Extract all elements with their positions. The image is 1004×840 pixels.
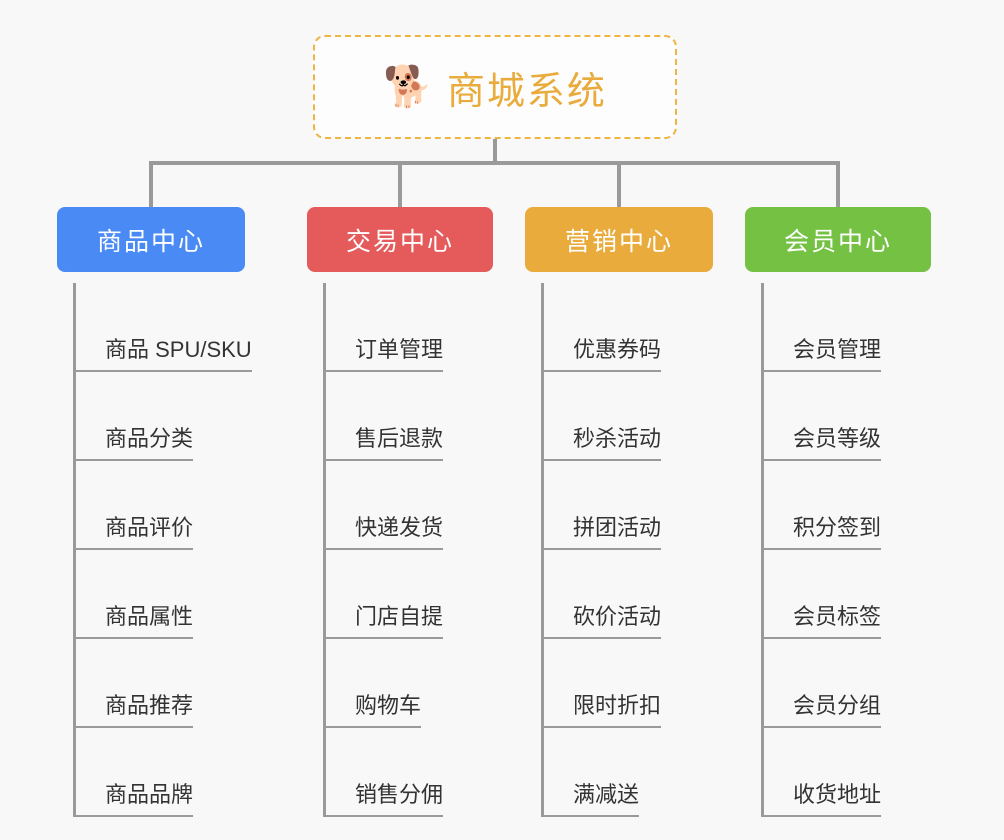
connector-root-stem: [493, 139, 497, 165]
root-title: 商城系统: [446, 70, 607, 113]
leaf-item[interactable]: 商品品牌: [73, 728, 194, 817]
leaf-item[interactable]: 积分签到: [761, 461, 882, 550]
leaf-item[interactable]: 商品评价: [73, 461, 194, 550]
leaf-spine: [73, 283, 76, 817]
category-header-2[interactable]: 交易中心: [307, 207, 493, 272]
root-node[interactable]: 🐕 商城系统: [313, 35, 677, 139]
leaf-item-label: 会员分组: [761, 688, 882, 728]
leaf-item-label: 商品属性: [73, 599, 194, 639]
leaf-item-label: 商品评价: [73, 510, 194, 550]
leaf-item[interactable]: 满减送: [541, 728, 640, 817]
leaf-column-1: 商品 SPU/SKU 商品分类商品评价商品属性商品推荐商品品牌: [73, 283, 321, 817]
leaf-item-label: 秒杀活动: [541, 421, 662, 461]
leaf-item[interactable]: 会员管理: [761, 283, 882, 372]
leaf-spine: [323, 283, 326, 817]
leaf-item-label: 拼团活动: [541, 510, 662, 550]
category-header-label: 商品中心: [96, 227, 205, 256]
leaf-column-4: 会员管理会员等级积分签到会员标签会员分组收货地址: [761, 283, 1004, 817]
leaf-item-label: 积分签到: [761, 510, 882, 550]
leaf-item[interactable]: 门店自提: [323, 550, 444, 639]
leaf-item[interactable]: 限时折扣: [541, 639, 662, 728]
leaf-item-label: 销售分佣: [323, 777, 444, 817]
leaf-item[interactable]: 订单管理: [323, 283, 444, 372]
leaf-item-label: 商品品牌: [73, 777, 194, 817]
leaf-item-label: 会员等级: [761, 421, 882, 461]
leaf-item[interactable]: 会员标签: [761, 550, 882, 639]
leaf-item[interactable]: 售后退款: [323, 372, 444, 461]
leaf-item-label: 砍价活动: [541, 599, 662, 639]
leaf-item[interactable]: 销售分佣: [323, 728, 444, 817]
leaf-spine: [541, 283, 544, 817]
category-header-4[interactable]: 会员中心: [745, 207, 931, 272]
connector-horizontal-bar: [149, 161, 840, 165]
leaf-item[interactable]: 优惠券码: [541, 283, 662, 372]
leaf-item[interactable]: 商品 SPU/SKU: [73, 283, 252, 372]
leaf-item-label: 收货地址: [761, 777, 882, 817]
leaf-column-2: 订单管理售后退款快递发货门店自提购物车销售分佣: [323, 283, 569, 817]
leaf-item[interactable]: 快递发货: [323, 461, 444, 550]
leaf-item-label: 优惠券码: [541, 332, 662, 372]
category-header-label: 交易中心: [345, 227, 454, 256]
leaf-item[interactable]: 商品推荐: [73, 639, 194, 728]
leaf-item[interactable]: 秒杀活动: [541, 372, 662, 461]
leaf-item-label: 会员管理: [761, 332, 882, 372]
leaf-item[interactable]: 会员等级: [761, 372, 882, 461]
leaf-item-label: 商品 SPU/SKU: [73, 332, 252, 372]
connector-drop-4: [836, 161, 840, 207]
leaf-item[interactable]: 商品属性: [73, 550, 194, 639]
category-header-1[interactable]: 商品中心: [57, 207, 245, 272]
leaf-item[interactable]: 购物车: [323, 639, 422, 728]
leaf-item-label: 购物车: [323, 688, 422, 728]
connector-drop-2: [398, 161, 402, 207]
leaf-item-label: 门店自提: [323, 599, 444, 639]
category-header-label: 营销中心: [564, 227, 673, 256]
connector-drop-1: [149, 161, 153, 207]
leaf-item-label: 商品推荐: [73, 688, 194, 728]
leaf-item-label: 满减送: [541, 777, 640, 817]
leaf-column-3: 优惠券码秒杀活动拼团活动砍价活动限时折扣满减送: [541, 283, 789, 817]
leaf-item-label: 限时折扣: [541, 688, 662, 728]
leaf-item[interactable]: 商品分类: [73, 372, 194, 461]
shiba-dog-face-icon: 🐕: [383, 65, 433, 109]
category-header-3[interactable]: 营销中心: [525, 207, 713, 272]
connector-drop-3: [617, 161, 621, 207]
leaf-item-label: 订单管理: [323, 332, 444, 372]
leaf-item-label: 快递发货: [323, 510, 444, 550]
leaf-item[interactable]: 收货地址: [761, 728, 882, 817]
category-header-label: 会员中心: [783, 227, 892, 256]
leaf-item-label: 售后退款: [323, 421, 444, 461]
leaf-item-label: 商品分类: [73, 421, 194, 461]
leaf-item-label: 会员标签: [761, 599, 882, 639]
leaf-item[interactable]: 会员分组: [761, 639, 882, 728]
leaf-spine: [761, 283, 764, 817]
leaf-item[interactable]: 砍价活动: [541, 550, 662, 639]
leaf-item[interactable]: 拼团活动: [541, 461, 662, 550]
